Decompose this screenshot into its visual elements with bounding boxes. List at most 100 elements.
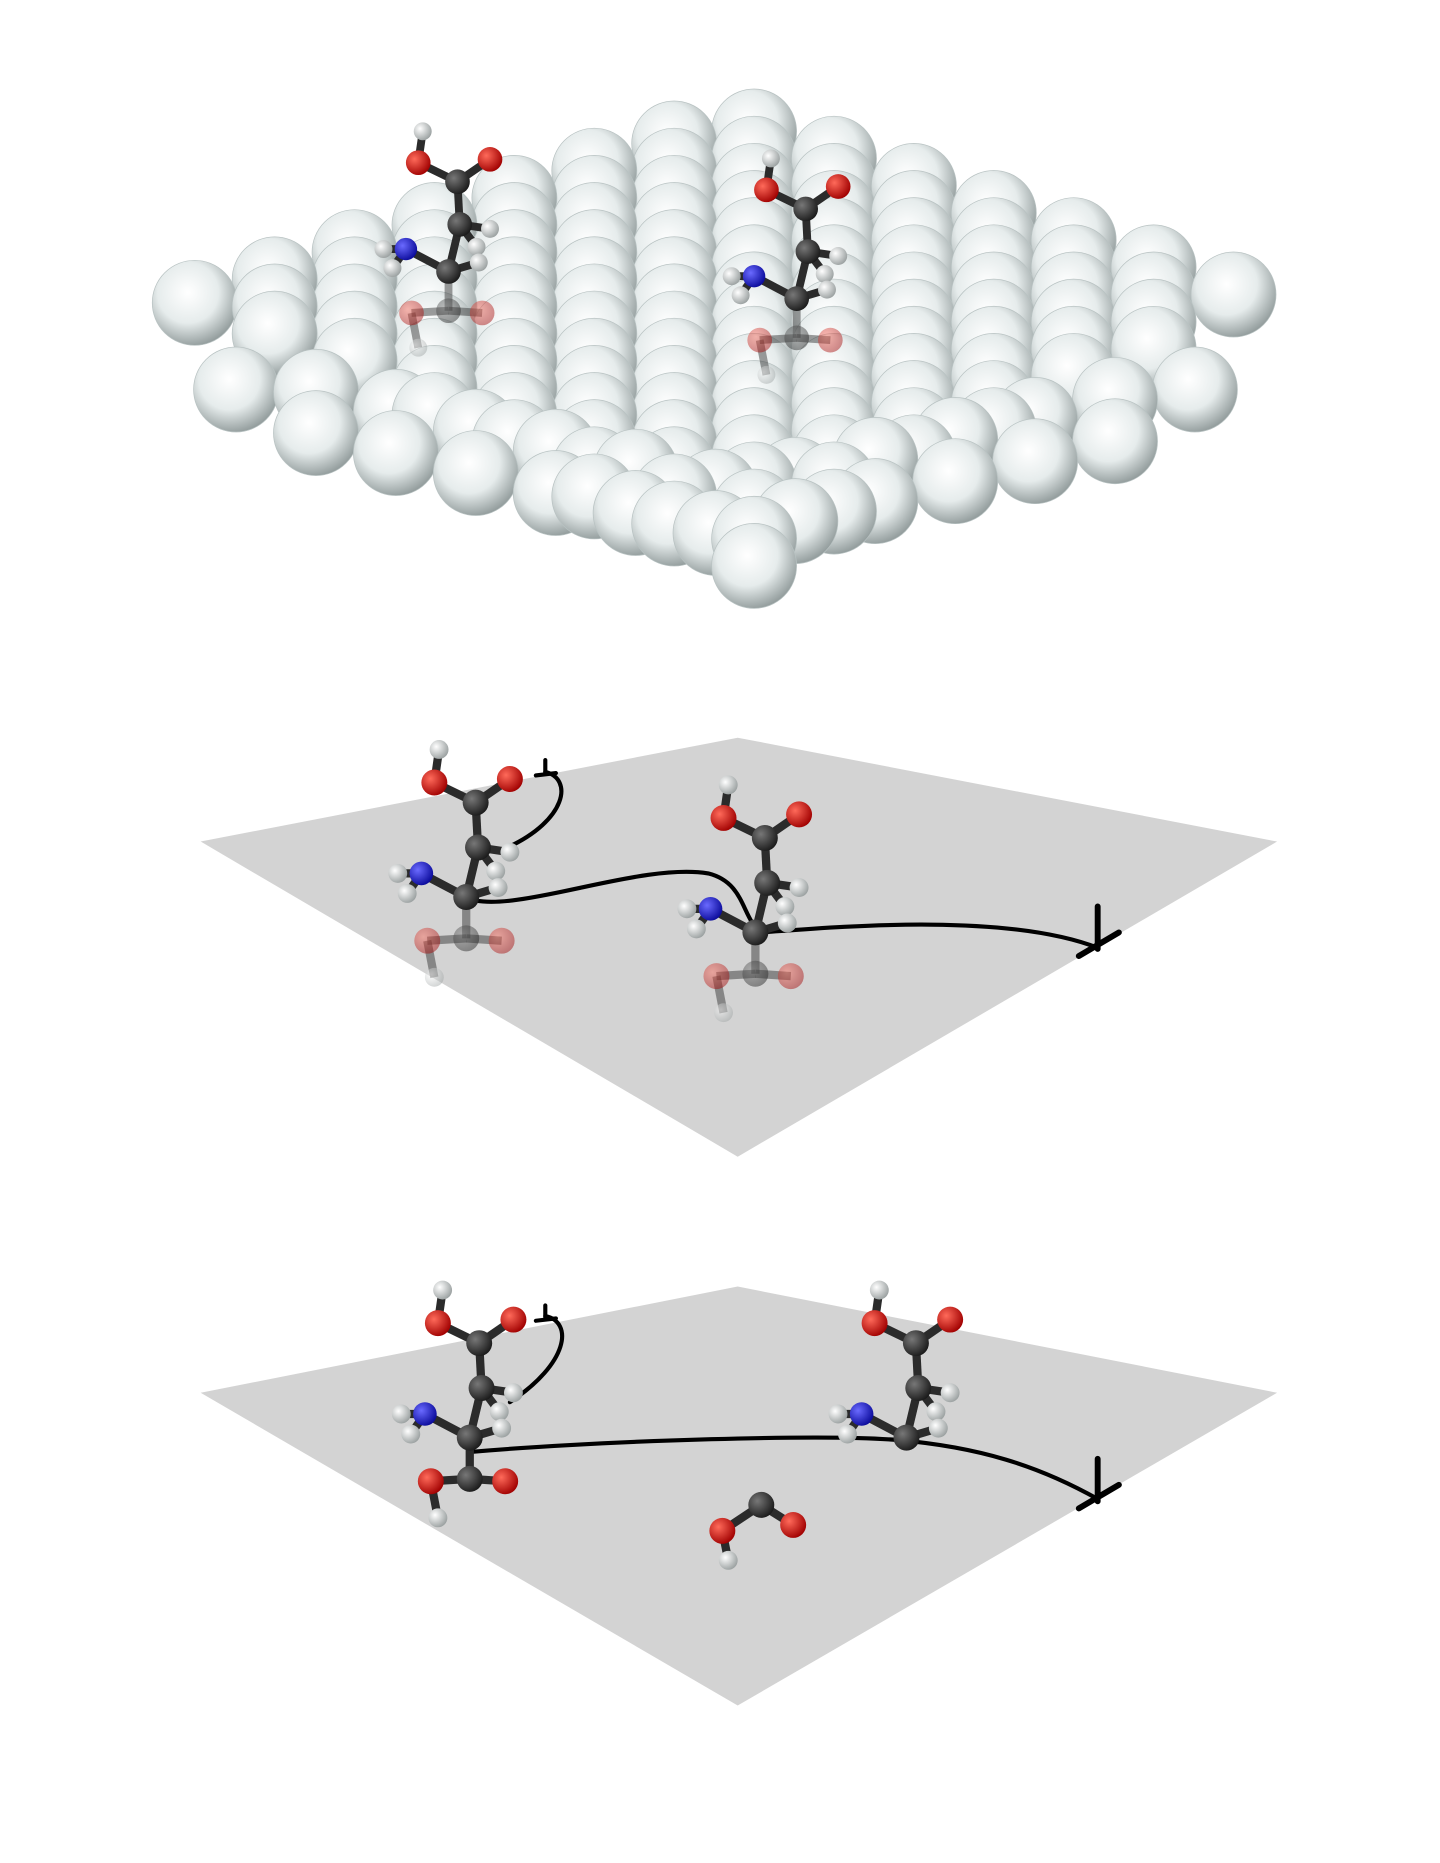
metal-atom-sphere [1152,346,1238,433]
hydrogen-atom [718,1550,738,1570]
nitrogen-atom [394,237,418,261]
hydrogen-atom [429,740,449,759]
carbon-atom [784,325,810,351]
hydrogen-atom [481,219,499,238]
oxygen-atom [747,327,773,353]
hydrogen-atom [731,286,750,305]
carbon-atom [436,259,461,284]
oxygen-atom [424,1310,451,1337]
metal-atom-sphere [151,259,238,346]
hydrogen-atom [829,247,848,265]
metal-atom-sphere [912,438,999,525]
nitrogen-atom [413,1402,437,1426]
hydrogen-atom [391,1404,411,1424]
oxygen-atom [405,150,431,176]
molecules [374,122,964,1570]
hydrogen-atom [409,338,428,357]
hydrogen-atom [761,149,780,168]
trajectory-start-marker [533,758,558,778]
hydrogen-atom [722,267,741,286]
hydrogen-atom [413,122,432,141]
carbon-atom [742,919,769,946]
nitrogen-atom [698,897,723,921]
oxygen-atom [818,327,843,353]
hydrogen-atom [838,1424,857,1444]
oxygen-atom [477,147,503,172]
trajectory-end-marker [1075,903,1122,959]
hydrogen-atom [718,775,738,795]
carbon-atom [754,869,781,896]
metal-atom-sphere [273,390,359,476]
hydrogen-atom [433,1280,453,1300]
carbon-atom [905,1375,932,1402]
hydrogen-atom [828,1404,848,1424]
oxygen-atom [825,174,851,199]
carbon-atom [751,825,778,851]
hydrogen-atom [383,259,402,278]
amino-acid-molecule [374,122,503,357]
oxygen-atom [488,927,515,954]
hydrogen-atom [374,240,393,259]
carbon-atom [742,960,769,987]
oxygen-atom [421,769,448,796]
trajectory-end-marker [1075,1455,1122,1512]
carbon-atom [784,286,810,311]
hydrogen-atom [686,919,706,939]
carbon-atom [793,196,819,222]
carbon-atom [453,884,480,911]
oxygen-atom [417,1468,444,1495]
nitrogen-atom [742,264,766,288]
oxygen-atom [414,927,441,954]
oxygen-atom [703,963,730,990]
carbon-atom [465,834,492,861]
amino-acid-molecule [388,740,523,987]
metal-atom-sphere [432,430,519,516]
hydrogen-atom [500,842,520,862]
carbon-atom [462,789,489,816]
metal-atom-sphere [711,523,797,609]
hydrogen-atom [677,899,697,919]
hydrogen-atom [818,280,836,299]
oxygen-atom [469,300,495,326]
metal-atom-sphere [193,346,279,433]
oxygen-atom [861,1310,888,1337]
carbon-atom [748,1491,775,1518]
metal-atom-sphere [1190,251,1277,338]
oxygen-atom [780,1511,807,1538]
carbon-atom [447,212,473,237]
oxygen-atom [937,1306,964,1333]
amino-acid-molecule [391,1280,527,1528]
carbon-atom [445,169,470,195]
oxygen-atom [710,804,737,831]
hydrogen-atom [503,1383,523,1403]
carboxyl-fragment [709,1491,807,1570]
carbon-atom [436,298,461,324]
oxygen-atom [500,1306,527,1333]
metal-atom-sphere [353,410,439,496]
hydrogen-atom [492,1418,512,1438]
oxygen-atom [777,963,804,990]
trajectory-path [461,869,1100,950]
amino-acid-molecule [828,1280,964,1451]
oxygen-atom [492,1468,519,1495]
hydrogen-atom [789,878,809,898]
hydrogen-atom [775,897,795,916]
oxygen-atom [754,177,779,203]
trajectory-path [505,769,564,850]
hydrogen-atom [467,237,486,256]
carbon-atom [468,1375,495,1402]
hydrogen-atom [488,878,508,898]
hydrogen-atom [388,863,408,883]
reaction-trajectories [461,758,1122,1512]
surface-plane-middle [200,737,1278,1157]
hydrogen-atom [777,913,797,933]
hydrogen-atom [815,264,834,283]
nitrogen-atom [849,1402,874,1426]
hydrogen-atom [397,884,417,903]
hydrogen-atom [486,861,506,881]
oxygen-atom [399,300,424,326]
hydrogen-atom [869,1280,889,1300]
carbon-atom [795,239,821,264]
carbon-atom [466,1330,493,1357]
